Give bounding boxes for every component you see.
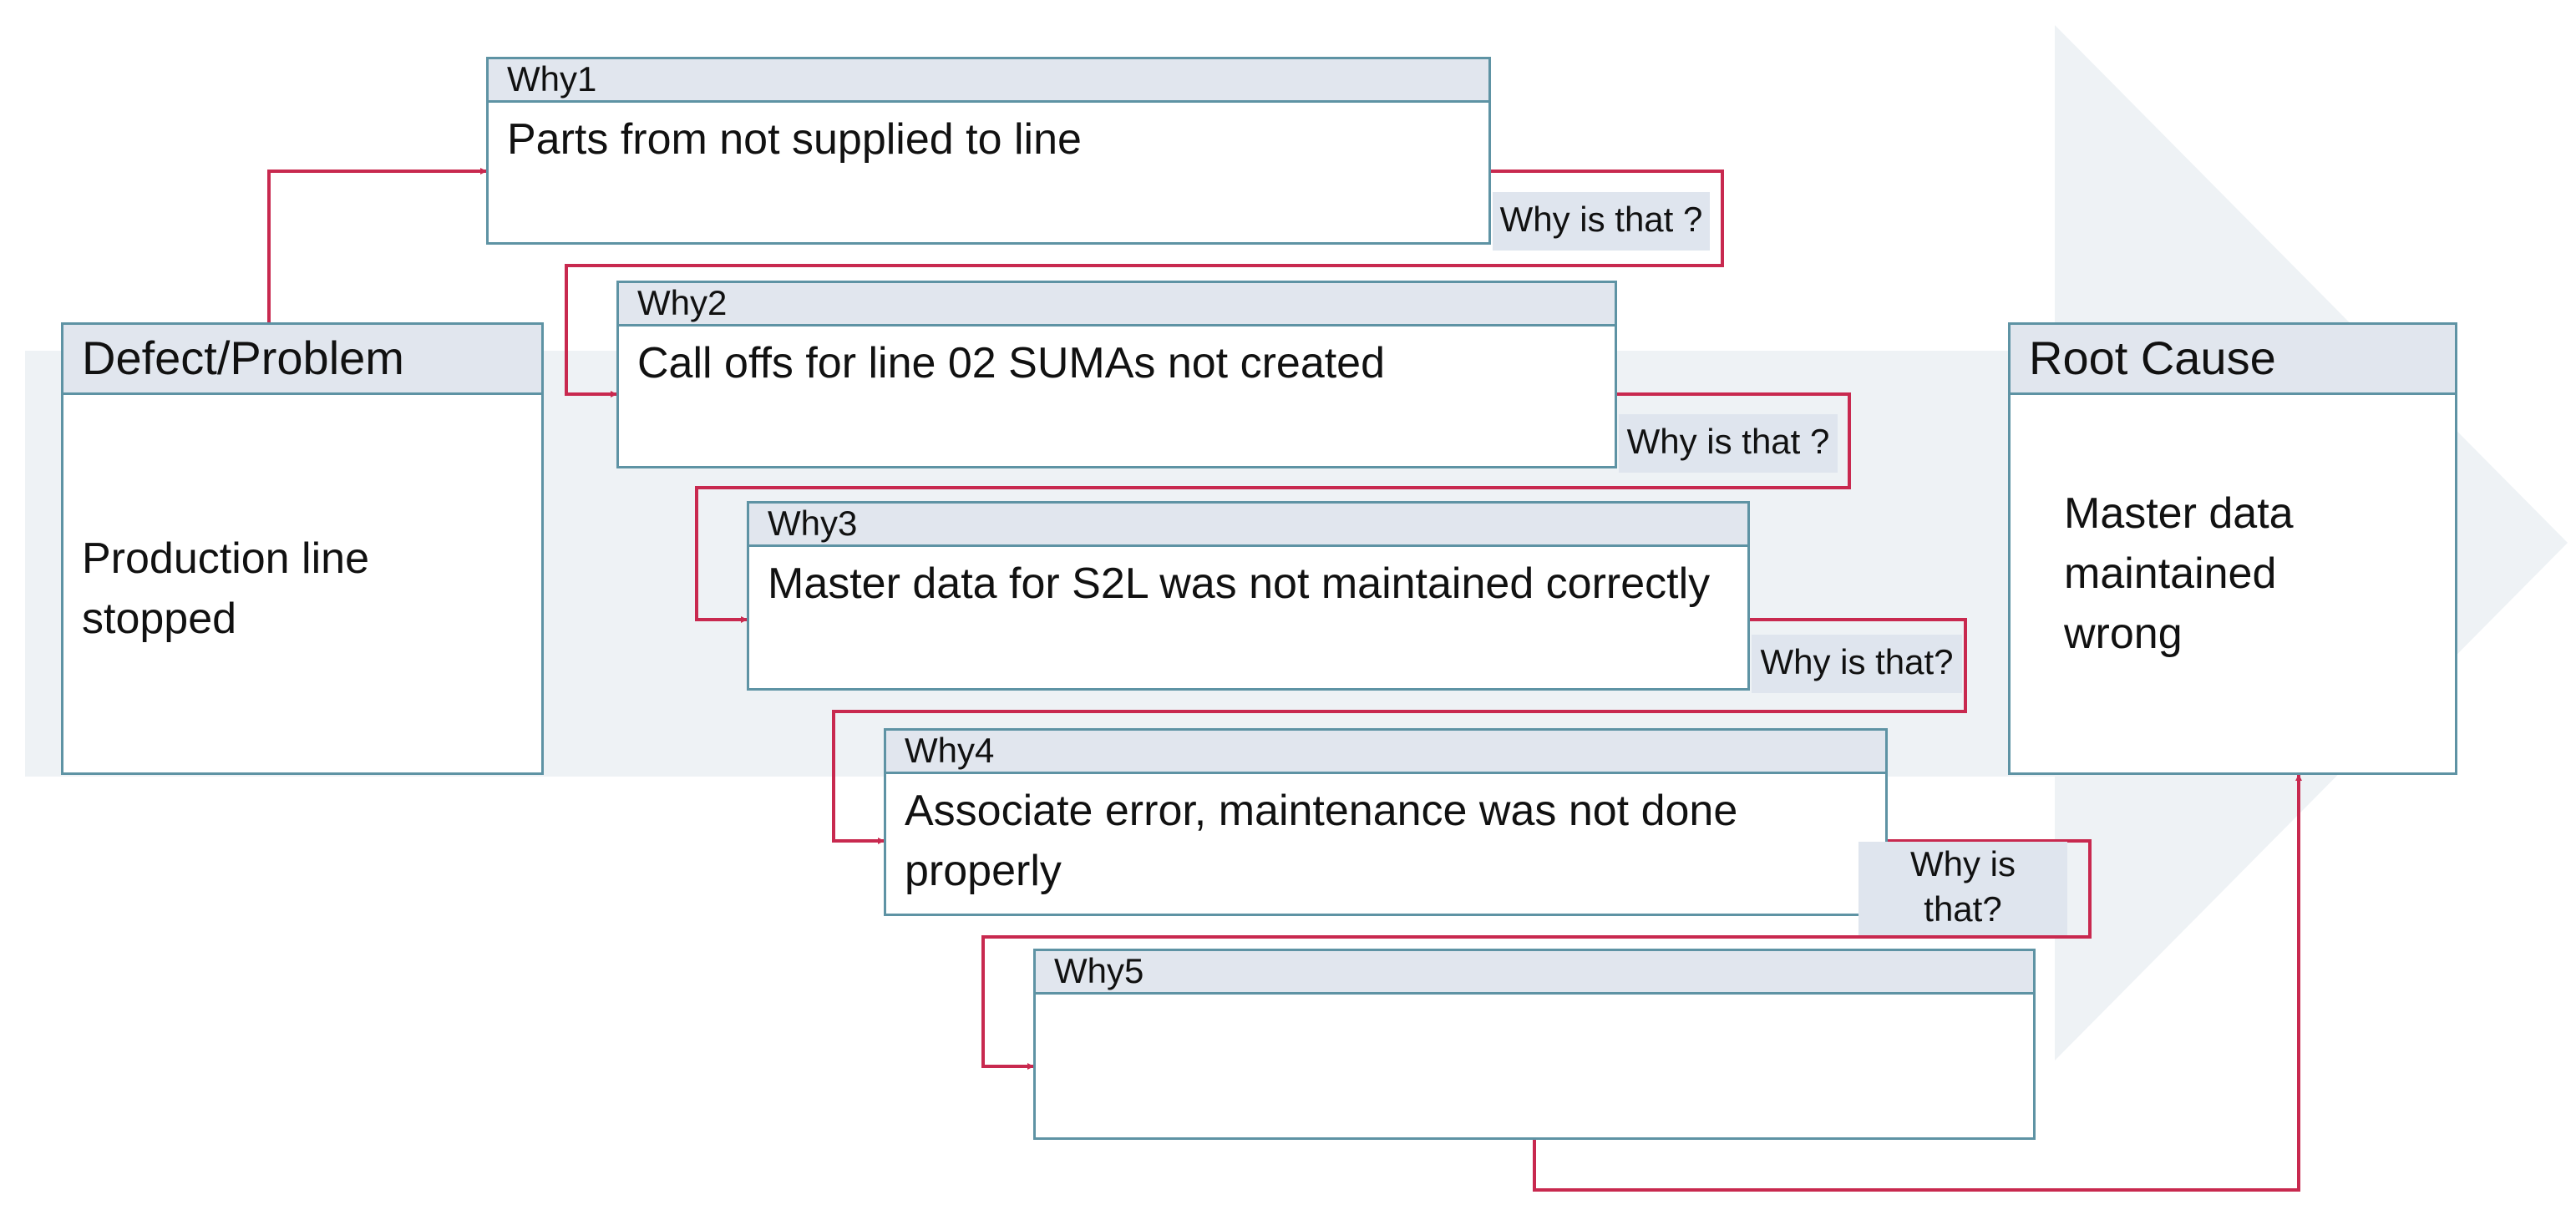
why4-box: Why4 Associate error, maintenance was no… [884, 728, 1888, 916]
why2-text: Call offs for line 02 SUMAs not created [637, 339, 1386, 387]
connector-why4-to-why5 [981, 935, 2090, 1070]
why2-question: Why is that ? [1619, 414, 1838, 473]
connector-why5-to-root-cause [1533, 774, 2302, 1192]
connector-defect-to-why1 [267, 168, 487, 322]
defect-problem-text: Production line stopped [82, 534, 369, 643]
connector-why2-to-why3 [695, 486, 1849, 623]
why4-text: Associate error, maintenance was not don… [905, 787, 1738, 895]
why4-question: Why is that? [1858, 842, 2067, 935]
why3-text: Master data for S2L was not maintained c… [768, 559, 1711, 608]
why1-text: Parts from not supplied to line [507, 115, 1082, 164]
defect-problem-box: Defect/Problem Production line stopped [61, 322, 544, 775]
why1-label: Why1 [489, 59, 1488, 103]
why5-label: Why5 [1036, 951, 2033, 995]
connector-why3-to-why4 [832, 710, 1965, 844]
why3-label: Why3 [749, 504, 1747, 547]
why1-question: Why is that ? [1493, 192, 1710, 251]
root-cause-text: Master data maintained wrong [2064, 489, 2294, 658]
why2-label: Why2 [619, 283, 1615, 327]
root-cause-box: Root Cause Master data maintained wrong [2008, 322, 2457, 775]
why3-question: Why is that? [1752, 635, 1962, 693]
why2-box: Why2 Call offs for line 02 SUMAs not cre… [616, 281, 1617, 468]
why4-label: Why4 [886, 731, 1885, 774]
why5-box: Why5 [1033, 949, 2036, 1140]
why1-box: Why1 Parts from not supplied to line [486, 57, 1491, 245]
defect-problem-title: Defect/Problem [63, 325, 541, 395]
root-cause-title: Root Cause [2011, 325, 2455, 395]
why5-text[interactable] [1036, 995, 2033, 1001]
connector-why1-to-why2 [565, 264, 1722, 397]
why3-box: Why3 Master data for S2L was not maintai… [747, 501, 1750, 691]
